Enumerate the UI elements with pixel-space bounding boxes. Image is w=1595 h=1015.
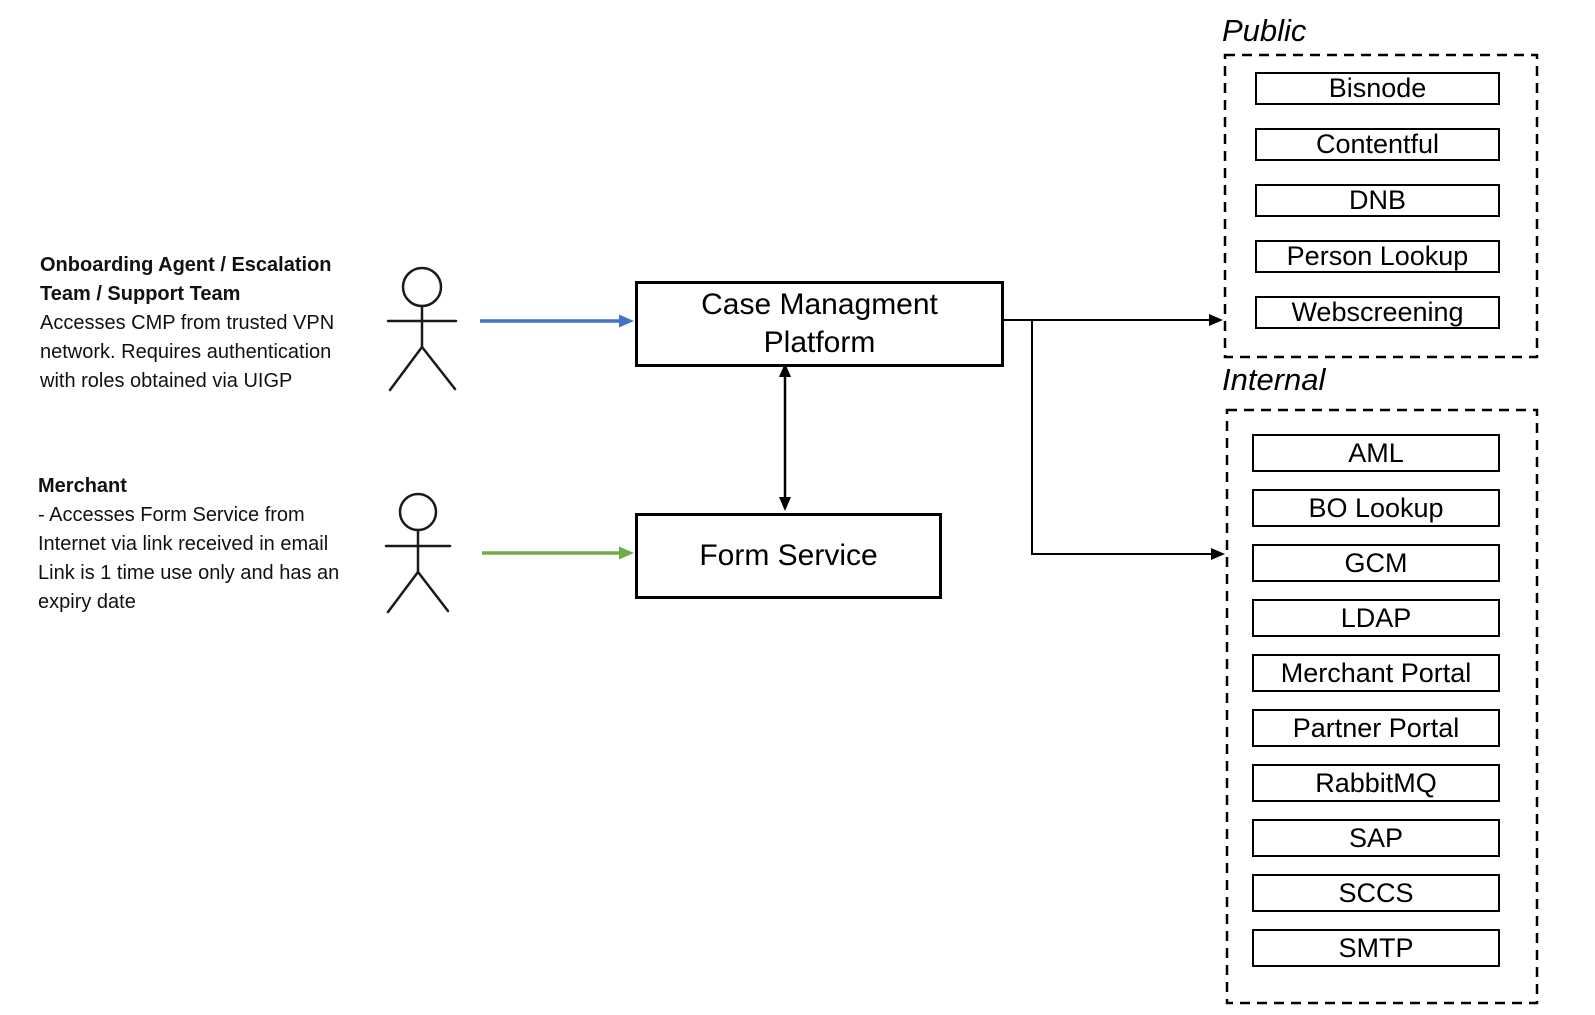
actor-name-line: Team / Support Team	[40, 283, 241, 305]
form-service-node: Form Service	[635, 513, 942, 599]
actor-description-line: network. Requires authentication	[40, 341, 332, 363]
node-label-line: Case Managment	[701, 288, 938, 321]
actor-description-line: - Accesses Form Service from	[38, 504, 305, 526]
node-label-line: Platform	[763, 326, 876, 359]
service-box-rabbitmq: RabbitMQ	[1252, 764, 1500, 802]
service-box-person-lookup: Person Lookup	[1255, 240, 1500, 273]
arrow-cmp-to-internal	[1031, 320, 1225, 560]
internal-group-title: Internal	[1222, 362, 1326, 397]
internal-group-items: AML BO Lookup GCM LDAP Merchant Portal P…	[1252, 434, 1500, 967]
service-box-webscreening: Webscreening	[1255, 296, 1500, 329]
node-label-line: Form Service	[699, 539, 878, 572]
service-box-aml: AML	[1252, 434, 1500, 472]
actor-description-line: Internet via link received in email	[38, 533, 329, 555]
public-group-items: Bisnode Contentful DNB Person Lookup Web…	[1255, 72, 1500, 329]
onboarding-agent-annotation: Onboarding Agent / Escalation Team / Sup…	[40, 251, 334, 396]
service-box-dnb: DNB	[1255, 184, 1500, 217]
internal-group-border	[1225, 408, 1539, 1005]
actor-description-line: expiry date	[38, 591, 136, 613]
arrow-cmp-form-service	[779, 363, 791, 511]
actor-name-line: Merchant	[38, 475, 127, 497]
arrow-cmp-to-public	[999, 314, 1223, 326]
service-box-gcm: GCM	[1252, 544, 1500, 582]
case-management-platform-node: Case Managment Platform	[635, 281, 1004, 367]
merchant-annotation: Merchant - Accesses Form Service from In…	[38, 472, 339, 617]
actor-description-line: Link is 1 time use only and has an	[38, 562, 340, 584]
actor-name-line: Onboarding Agent / Escalation	[40, 254, 332, 276]
actor-icon-onboarding-agent	[386, 266, 458, 392]
service-box-bisnode: Bisnode	[1255, 72, 1500, 105]
service-box-sccs: SCCS	[1252, 874, 1500, 912]
service-box-sap: SAP	[1252, 819, 1500, 857]
service-box-contentful: Contentful	[1255, 128, 1500, 161]
arrow-onboarding-to-cmp	[480, 314, 634, 328]
service-box-bo-lookup: BO Lookup	[1252, 489, 1500, 527]
public-group-border	[1223, 53, 1539, 359]
service-box-merchant-portal: Merchant Portal	[1252, 654, 1500, 692]
public-group-title: Public	[1222, 13, 1307, 48]
actor-description-line: Accesses CMP from trusted VPN	[40, 312, 335, 334]
service-box-ldap: LDAP	[1252, 599, 1500, 637]
service-box-smtp: SMTP	[1252, 929, 1500, 967]
arrow-merchant-to-form-service	[482, 546, 634, 560]
actor-description-line: with roles obtained via UIGP	[40, 370, 293, 392]
actor-icon-merchant	[384, 492, 452, 614]
service-box-partner-portal: Partner Portal	[1252, 709, 1500, 747]
